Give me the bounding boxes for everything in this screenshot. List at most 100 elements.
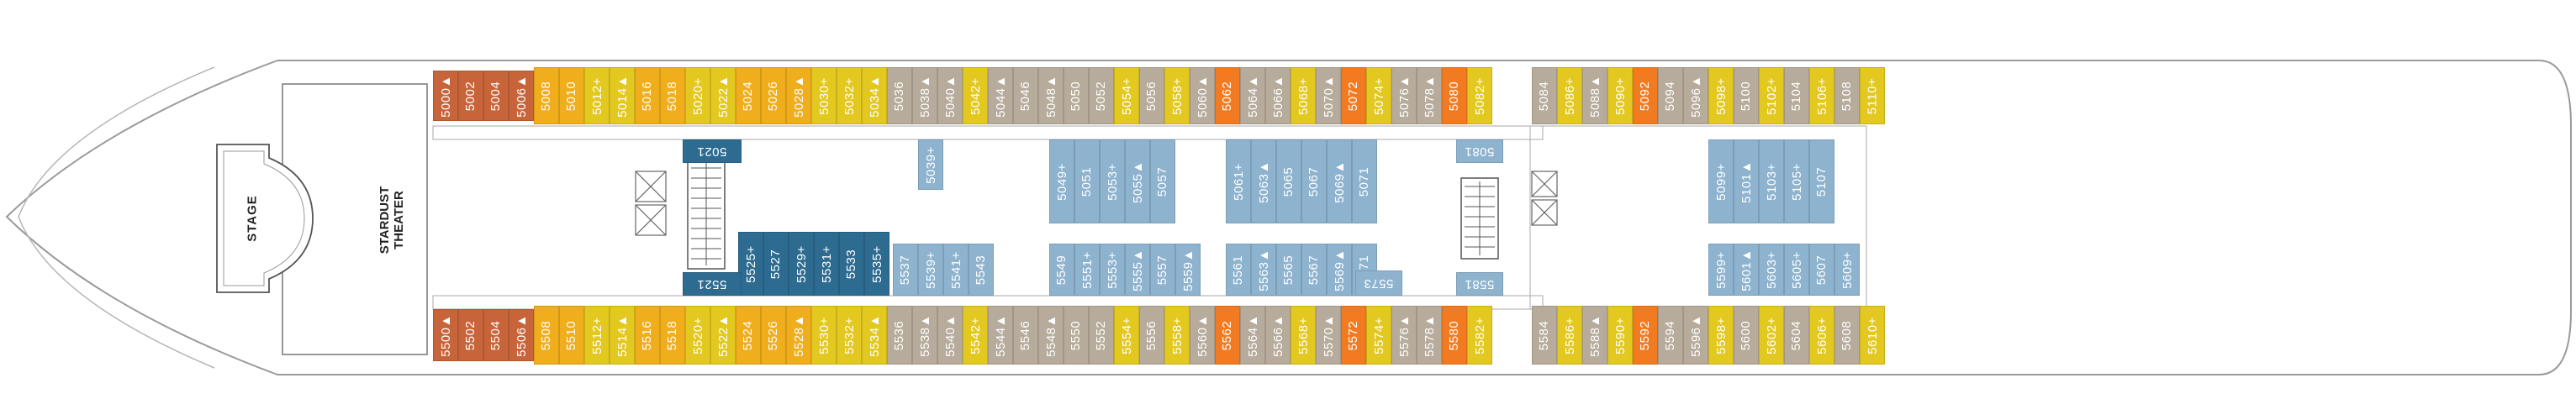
cabin-5080[interactable]: 5080 <box>1442 67 1467 124</box>
cabin-5500[interactable]: 5500▲ <box>433 309 458 361</box>
cabin-5528[interactable]: 5528▲ <box>786 306 811 365</box>
cabin-5546[interactable]: 5546 <box>1013 306 1038 365</box>
cabin-5531[interactable]: 5531+ <box>814 232 839 296</box>
cabin-5533[interactable]: 5533 <box>839 232 864 296</box>
cabin-5004[interactable]: 5004 <box>483 71 509 121</box>
cabin-5535[interactable]: 5535+ <box>864 232 889 296</box>
cabin-5552[interactable]: 5552 <box>1089 306 1114 365</box>
cabin-5040[interactable]: 5040▲ <box>937 67 963 124</box>
cabin-5000[interactable]: 5000▲ <box>433 71 458 121</box>
cabin-5604[interactable]: 5604 <box>1784 306 1809 365</box>
cabin-5044[interactable]: 5044▲ <box>988 67 1013 124</box>
cabin-5572[interactable]: 5572 <box>1341 306 1366 365</box>
cabin-5562[interactable]: 5562 <box>1215 306 1240 365</box>
cabin-5605[interactable]: 5605+ <box>1784 244 1809 296</box>
cabin-5036[interactable]: 5036 <box>887 67 912 124</box>
cabin-5057[interactable]: 5057 <box>1150 139 1175 223</box>
cabin-5055[interactable]: 5055▲ <box>1125 139 1150 223</box>
cabin-5068[interactable]: 5068+ <box>1291 67 1316 124</box>
cabin-5052[interactable]: 5052 <box>1089 67 1114 124</box>
cabin-5063[interactable]: 5063▲ <box>1251 139 1276 223</box>
cabin-5508[interactable]: 5508 <box>534 306 559 365</box>
cabin-5008[interactable]: 5008 <box>534 67 559 124</box>
cabin-5098[interactable]: 5098+ <box>1708 67 1734 124</box>
cabin-5067[interactable]: 5067 <box>1301 139 1327 223</box>
cabin-5539[interactable]: 5539+ <box>918 244 943 296</box>
cabin-5521[interactable]: 5521 <box>683 272 742 296</box>
cabin-5069[interactable]: 5069▲ <box>1327 139 1352 223</box>
cabin-5553[interactable]: 5553+ <box>1100 244 1125 296</box>
cabin-5578[interactable]: 5578▲ <box>1417 306 1442 365</box>
cabin-5108[interactable]: 5108 <box>1834 67 1860 124</box>
cabin-5104[interactable]: 5104 <box>1784 67 1809 124</box>
cabin-5002[interactable]: 5002 <box>458 71 483 121</box>
cabin-5074[interactable]: 5074+ <box>1366 67 1391 124</box>
cabin-5076[interactable]: 5076▲ <box>1391 67 1417 124</box>
cabin-5592[interactable]: 5592 <box>1633 306 1658 365</box>
cabin-5534[interactable]: 5534▲ <box>862 306 887 365</box>
cabin-5088[interactable]: 5088▲ <box>1582 67 1607 124</box>
cabin-5053[interactable]: 5053+ <box>1100 139 1125 223</box>
cabin-5086[interactable]: 5086+ <box>1557 67 1582 124</box>
cabin-5032[interactable]: 5032+ <box>837 67 862 124</box>
cabin-5034[interactable]: 5034▲ <box>862 67 887 124</box>
cabin-5568[interactable]: 5568+ <box>1291 306 1316 365</box>
cabin-5540[interactable]: 5540▲ <box>937 306 963 365</box>
cabin-5590[interactable]: 5590+ <box>1607 306 1633 365</box>
cabin-5580[interactable]: 5580 <box>1442 306 1467 365</box>
cabin-5598[interactable]: 5598+ <box>1708 306 1734 365</box>
cabin-5522[interactable]: 5522▲ <box>710 306 736 365</box>
cabin-5018[interactable]: 5018 <box>660 67 685 124</box>
cabin-5581[interactable]: 5581 <box>1456 272 1503 296</box>
cabin-5051[interactable]: 5051 <box>1074 139 1100 223</box>
cabin-5082[interactable]: 5082+ <box>1467 67 1492 124</box>
cabin-5529[interactable]: 5529+ <box>789 232 814 296</box>
cabin-5550[interactable]: 5550 <box>1064 306 1089 365</box>
cabin-5524[interactable]: 5524 <box>736 306 761 365</box>
cabin-5050[interactable]: 5050 <box>1064 67 1089 124</box>
cabin-5099[interactable]: 5099+ <box>1708 139 1734 223</box>
cabin-5026[interactable]: 5026 <box>761 67 786 124</box>
cabin-5006[interactable]: 5006▲ <box>509 71 534 121</box>
cabin-5551[interactable]: 5551+ <box>1074 244 1100 296</box>
cabin-5061[interactable]: 5061+ <box>1226 139 1251 223</box>
cabin-5506[interactable]: 5506▲ <box>509 309 534 361</box>
cabin-5610[interactable]: 5610+ <box>1860 306 1885 365</box>
cabin-5094[interactable]: 5094 <box>1658 67 1683 124</box>
cabin-5567[interactable]: 5567 <box>1301 244 1327 296</box>
cabin-5071[interactable]: 5071 <box>1352 139 1377 223</box>
cabin-5014[interactable]: 5014▲ <box>610 67 635 124</box>
cabin-5594[interactable]: 5594 <box>1658 306 1683 365</box>
cabin-5543[interactable]: 5543 <box>969 244 994 296</box>
cabin-5062[interactable]: 5062 <box>1215 67 1240 124</box>
cabin-5081[interactable]: 5081 <box>1456 139 1503 163</box>
cabin-5010[interactable]: 5010 <box>559 67 584 124</box>
cabin-5058[interactable]: 5058+ <box>1164 67 1190 124</box>
cabin-5084[interactable]: 5084 <box>1532 67 1557 124</box>
cabin-5565[interactable]: 5565 <box>1276 244 1301 296</box>
cabin-5504[interactable]: 5504 <box>483 309 509 361</box>
cabin-5526[interactable]: 5526 <box>761 306 786 365</box>
cabin-5110[interactable]: 5110+ <box>1860 67 1885 124</box>
cabin-5607[interactable]: 5607 <box>1809 244 1834 296</box>
cabin-5532[interactable]: 5532+ <box>837 306 862 365</box>
cabin-5021[interactable]: 5021 <box>683 139 742 163</box>
cabin-5520[interactable]: 5520+ <box>685 306 710 365</box>
cabin-5582[interactable]: 5582+ <box>1467 306 1492 365</box>
cabin-5092[interactable]: 5092 <box>1633 67 1658 124</box>
cabin-5518[interactable]: 5518 <box>660 306 685 365</box>
cabin-5016[interactable]: 5016 <box>635 67 660 124</box>
cabin-5039[interactable]: 5039+ <box>918 139 943 190</box>
cabin-5608[interactable]: 5608 <box>1834 306 1860 365</box>
cabin-5024[interactable]: 5024 <box>736 67 761 124</box>
cabin-5065[interactable]: 5065 <box>1276 139 1301 223</box>
cabin-5555[interactable]: 5555▲ <box>1125 244 1150 296</box>
cabin-5566[interactable]: 5566▲ <box>1265 306 1291 365</box>
cabin-5502[interactable]: 5502 <box>458 309 483 361</box>
cabin-5048[interactable]: 5048▲ <box>1038 67 1064 124</box>
cabin-5102[interactable]: 5102+ <box>1759 67 1784 124</box>
cabin-5549[interactable]: 5549 <box>1049 244 1074 296</box>
cabin-5530[interactable]: 5530+ <box>811 306 837 365</box>
cabin-5012[interactable]: 5012+ <box>584 67 610 124</box>
cabin-5514[interactable]: 5514▲ <box>610 306 635 365</box>
